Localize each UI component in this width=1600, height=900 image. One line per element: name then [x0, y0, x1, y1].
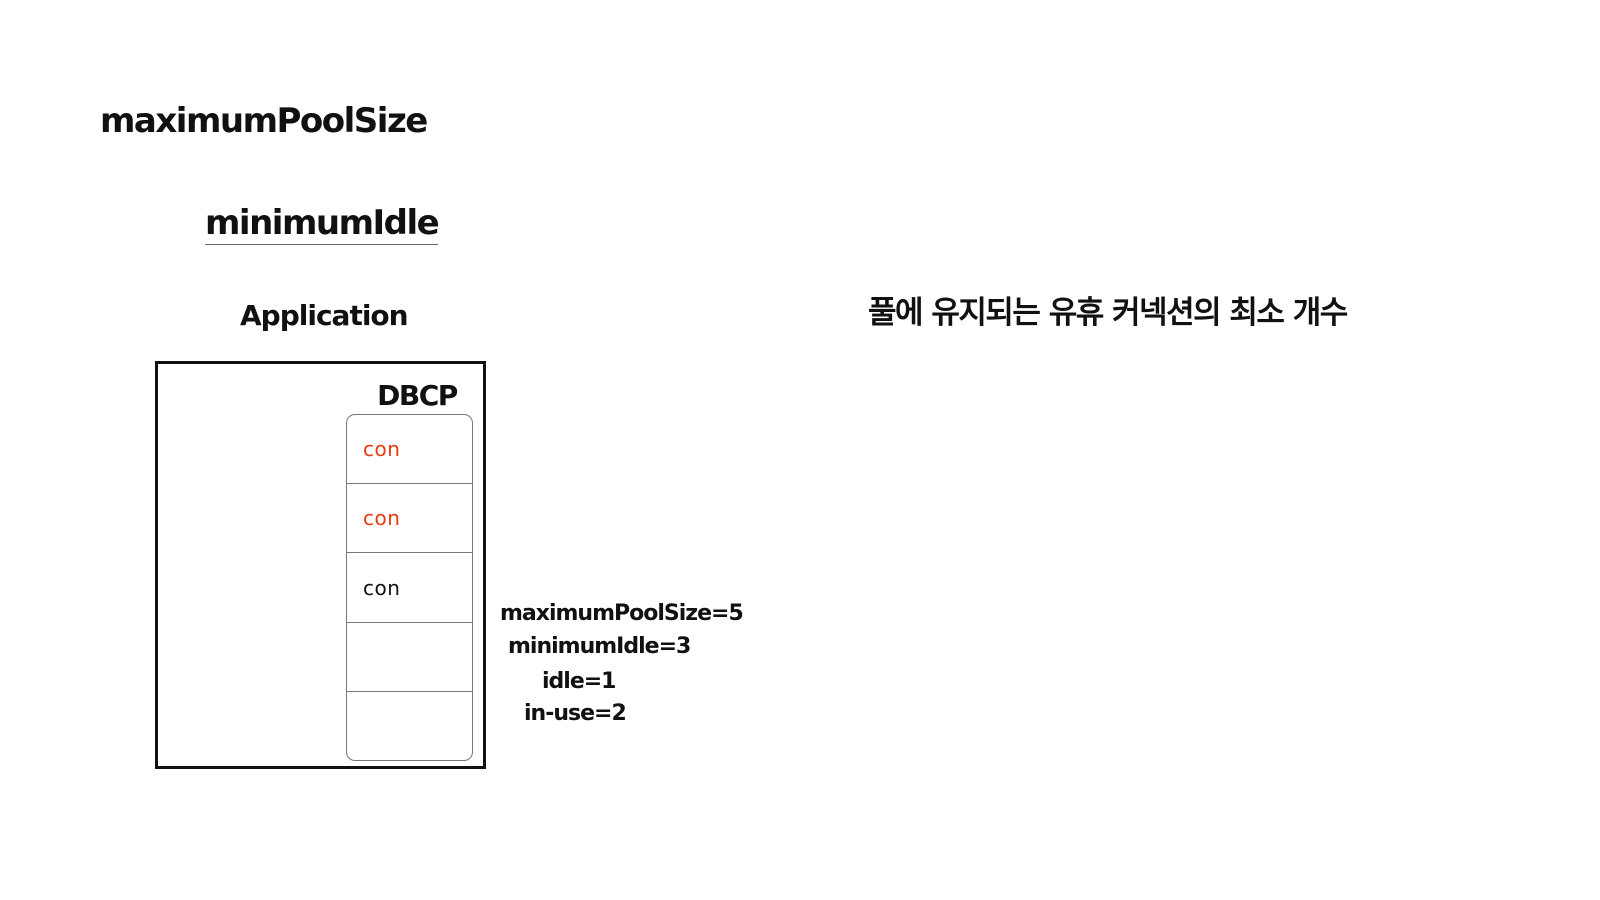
maximum-pool-size-stat: maximumPoolSize=5 — [500, 601, 744, 626]
slide-subtitle: minimumIdle — [205, 203, 440, 245]
application-box — [155, 361, 486, 769]
connection-pool: con con con — [346, 414, 473, 761]
minimum-idle-stat: minimumIdle=3 — [508, 634, 691, 659]
connection-slot-4 — [347, 623, 472, 692]
idle-count-stat: idle=1 — [542, 669, 616, 694]
application-label: Application — [240, 299, 409, 332]
connection-slot-1: con — [347, 415, 472, 485]
dbcp-label: DBCP — [377, 379, 458, 412]
connection-slot-2: con — [347, 484, 472, 554]
minimum-idle-description: 풀에 유지되는 유휴 커넥션의 최소 개수 — [868, 295, 1348, 331]
slide-title: maximumPoolSize — [100, 101, 428, 141]
connection-slot-3: con — [347, 553, 472, 623]
in-use-count-stat: in-use=2 — [524, 701, 627, 726]
connection-slot-5 — [347, 692, 472, 760]
